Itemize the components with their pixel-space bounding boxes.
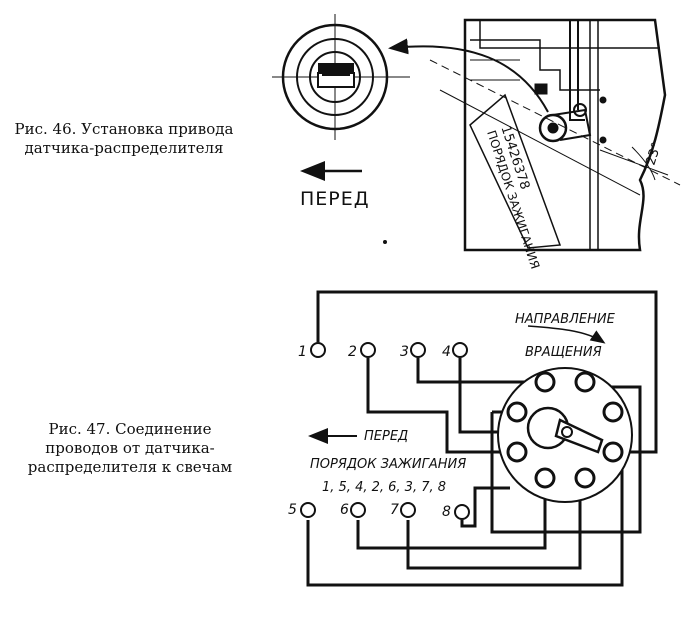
plug-6-number: 6 [340,502,349,518]
distributor-cap [497,367,633,503]
figure-47-drawing: НАПРАВЛЕНИЕ ВРАЩЕНИЯ 1 2 3 4 5 6 7 8 ПЕР… [288,290,658,587]
rotor [526,406,604,454]
plug-6-terminal [350,502,366,518]
engine-housing [429,18,681,252]
figure-47-caption-line3: распределителя к свечам [27,458,233,476]
plug-7-number: 7 [390,502,399,518]
plug-4-terminal [452,342,468,358]
plug-5-terminal [300,502,316,518]
plug-1-terminal [310,342,326,358]
front-label-47: ПЕРЕД [364,429,408,444]
figure-47-caption-line2: проводов от датчика- [45,439,215,457]
plug-2-terminal [360,342,376,358]
rotation-arrow [527,325,606,344]
figure-46-caption-line2: датчика-распределителя [24,139,224,157]
plug-3-number: 3 [400,344,409,360]
page-dot [383,240,387,244]
firing-order-label: ПОРЯДОК ЗАЖИГАНИЯ [310,457,466,472]
plug-7-terminal [400,502,416,518]
figure-46-caption: Рис. 46. Установка привода датчика-распр… [0,120,248,158]
plug-8-terminal [454,504,470,520]
figure-47-caption: Рис. 47. Соединение проводов от датчика-… [12,420,248,477]
firing-order-sequence: 1, 5, 4, 2, 6, 3, 7, 8 [322,480,446,495]
figure-46-drawing: 23° ПОРЯДОК ЗАЖИГАНИЯ 15426378 ПЕРЕД [272,14,681,271]
curved-pointer-arrow [388,38,549,113]
ignition-wires [306,290,658,587]
plug-8-number: 8 [442,504,451,520]
figure-46-caption-line1: Рис. 46. Установка привода [14,120,234,138]
plug-3-terminal [410,342,426,358]
rotor-detail-circle [272,14,410,140]
plug-5-number: 5 [288,502,297,518]
plug-1-number: 1 [298,344,307,360]
angle-label: 23° [644,141,665,168]
figure-47-caption-line1: Рис. 47. Соединение [48,420,212,438]
front-label-46: ПЕРЕД [300,188,370,210]
plug-2-number: 2 [348,344,357,360]
rotation-label-line1: НАПРАВЛЕНИЕ [515,312,616,327]
plug-4-number: 4 [442,344,451,360]
cap-terminals [506,371,624,489]
rotation-label-line2: ВРАЩЕНИЯ [525,345,602,360]
plug-numbers: 1 2 3 4 5 6 7 8 [288,344,451,520]
spark-plug-terminals [300,342,470,520]
